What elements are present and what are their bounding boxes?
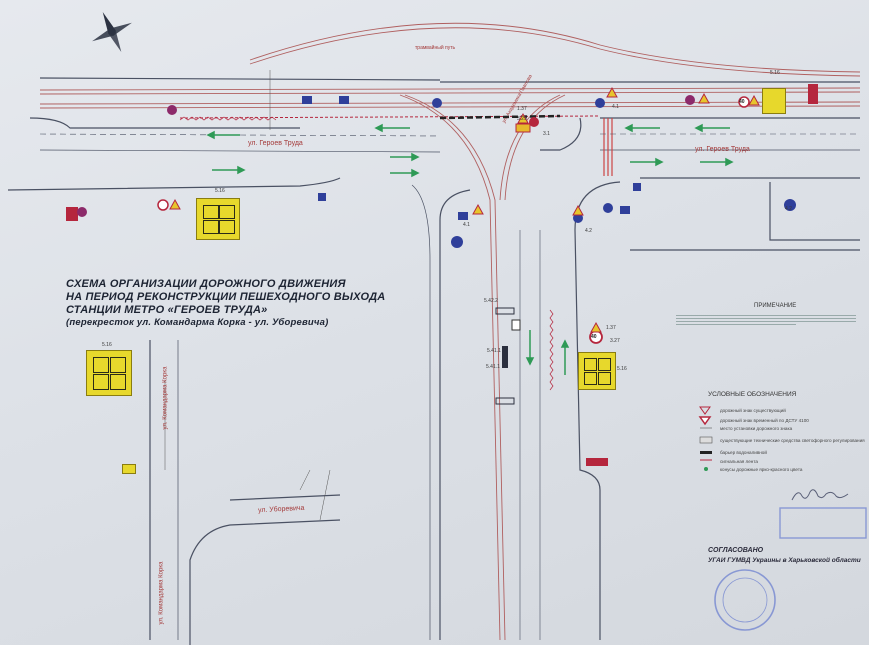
tram-tracks xyxy=(39,22,861,641)
korka-road xyxy=(149,181,860,645)
legend-item: дорожный знак временный по ДСТУ 4100 xyxy=(720,418,809,423)
scheme-title-line-2: НА ПЕРИОД РЕКОНСТРУКЦИИ ПЕШЕХОДНОГО ВЫХО… xyxy=(66,291,386,303)
pedestrian-crossing xyxy=(603,118,613,176)
signal-tape-vertical xyxy=(549,309,554,391)
signature-scribble-icon xyxy=(791,489,849,501)
lane-sign-block-1 xyxy=(196,198,240,240)
legend-item: дорожный знак существующий xyxy=(720,408,786,413)
legend-item: сигнальная лента xyxy=(720,459,758,464)
sign-code-label: 3.29 xyxy=(517,116,527,122)
sign-code-label: 4.1 xyxy=(612,104,619,110)
traffic-light-icon xyxy=(495,307,515,405)
sign-code-label: 5.16 xyxy=(770,70,780,76)
note-heading: ПРИМЕЧАНИЕ xyxy=(754,303,797,309)
sign-code-label: 5.16 xyxy=(215,188,225,194)
sign-code-label: 5.42.2 xyxy=(484,298,498,304)
lane-sign-block-5 xyxy=(122,464,136,474)
lane-sign-block-3 xyxy=(578,352,616,390)
street-label-korka-bottom: ул. Командарма Корка xyxy=(158,561,165,625)
legend-item: барьер водоналивной xyxy=(720,450,767,455)
stamp-seal-icon xyxy=(714,507,867,631)
scheme-title-line-1: СХЕМА ОРГАНИЗАЦИИ ДОРОЖНОГО ДВИЖЕНИЯ xyxy=(66,278,346,290)
scheme-title-line-3: СТАНЦИИ МЕТРО «ГЕРОЕВ ТРУДА» xyxy=(66,304,268,316)
lane-sign-block-4 xyxy=(762,88,786,114)
water-barrier-line xyxy=(439,114,561,120)
street-label-tram: трамвайный путь xyxy=(415,45,456,51)
inspector-signature xyxy=(790,486,850,507)
warning-triangle-icon xyxy=(169,86,760,333)
green-direction-arrow-icon xyxy=(206,123,734,375)
legend-symbols xyxy=(698,406,713,471)
sign-code-label: 3.1 xyxy=(543,131,550,137)
approval-authority: УГАИ ГУМВД Украины в Харьковской области xyxy=(708,557,861,564)
sign-code-label: 5.41.1 xyxy=(487,348,501,354)
barrier-icon xyxy=(66,84,818,466)
street-label-geroev-truda-left: ул. Героев Труда xyxy=(248,140,303,147)
sign-code-label: 3.27 xyxy=(610,338,620,344)
geroev-truda-road xyxy=(7,77,860,191)
street-label-korka-top: ул. Командарма Корка xyxy=(162,366,169,430)
legend-heading: УСЛОВНЫЕ ОБОЗНАЧЕНИЯ xyxy=(708,391,797,398)
sign-code-label: 4.1 xyxy=(463,222,470,228)
sign-code-label: 40 xyxy=(739,99,745,105)
signal-tape xyxy=(179,116,277,121)
legend-item: конусы дорожные ярко-красного цвета xyxy=(720,467,803,472)
street-label-geroev-truda-right: ул. Героев Труда xyxy=(695,146,750,153)
legend-item: существующие технические средства светоф… xyxy=(720,438,865,443)
sign-code-label: 4.2 xyxy=(585,228,592,234)
sign-code-label: 1.37 xyxy=(606,325,616,331)
sign-code-label: 5.16 xyxy=(102,342,112,348)
sign-code-label: 5.41.1 xyxy=(486,364,500,370)
note-text-lines xyxy=(676,313,856,327)
sign-code-label: 5.16 xyxy=(617,366,627,372)
legend-item: место установки дорожного знака xyxy=(720,426,793,431)
traffic-sign-icon xyxy=(77,95,796,344)
sign-code-label: 4.2 xyxy=(785,206,792,212)
compass-rose-icon xyxy=(92,12,132,52)
sign-code-label: 40 xyxy=(591,334,597,340)
lane-sign-block-2 xyxy=(86,350,132,396)
measurement-lines xyxy=(164,70,331,521)
scheme-title-line-4: (перекресток ул. Командарма Корка - ул. … xyxy=(66,317,329,328)
sign-code-label: 1.37 xyxy=(517,106,527,112)
construction-boundary-line xyxy=(179,115,601,119)
approval-heading: СОГЛАСОВАНО xyxy=(708,547,764,554)
